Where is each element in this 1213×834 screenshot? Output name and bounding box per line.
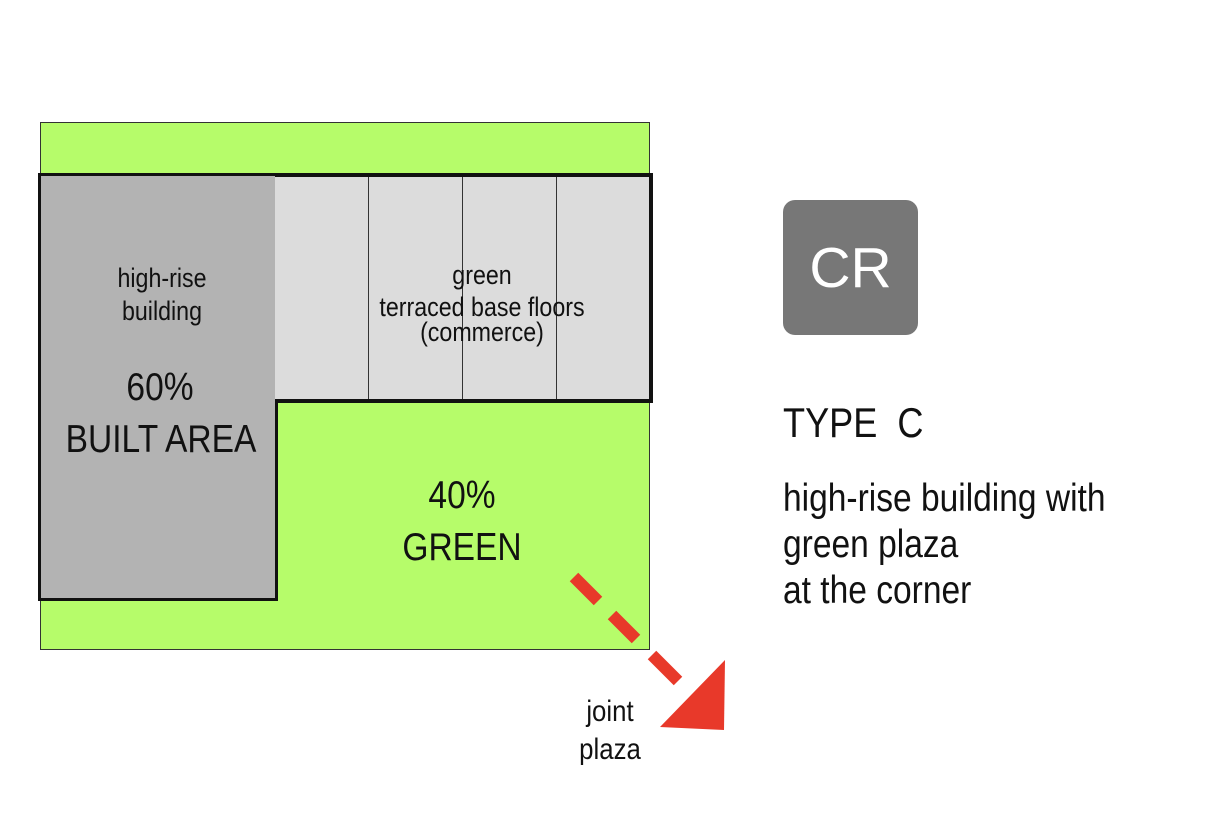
tower-percent: 60%: [126, 366, 194, 409]
description-line: green plaza: [783, 523, 959, 566]
base-label-line2: terraced base floors: [379, 292, 585, 322]
terraced-base-block: [275, 173, 653, 403]
arrow-dash: [569, 572, 603, 606]
base-divider: [462, 177, 463, 399]
plaza-label-line1: joint: [586, 695, 634, 728]
tower-area-label: BUILT AREA: [65, 418, 257, 461]
base-label-line3: (commerce): [420, 317, 544, 347]
green-percent: 40%: [428, 474, 496, 517]
dashed-arrow-icon: [569, 572, 725, 730]
green-label: GREEN: [402, 526, 522, 569]
description-line: high-rise building with: [783, 477, 1106, 520]
tower-label-line2: building: [121, 296, 203, 326]
arrow-dash: [607, 610, 641, 644]
high-rise-building-block: [38, 173, 278, 601]
plaza-label-line2: plaza: [579, 733, 641, 766]
badge-text: CR: [809, 235, 892, 300]
description-line: at the corner: [783, 569, 972, 612]
type-description: high-rise building with green plaza at t…: [783, 476, 1106, 614]
base-divider: [556, 177, 557, 399]
type-title: TYPE C: [783, 399, 924, 446]
type-badge: CR: [783, 200, 918, 335]
plaza-label: joint plaza: [567, 693, 653, 769]
base-divider: [368, 177, 369, 399]
tower-label-line1: high-rise: [117, 263, 207, 293]
arrow-head: [660, 660, 725, 730]
base-label-line1: green: [452, 260, 512, 290]
arrow-dash: [647, 650, 683, 686]
